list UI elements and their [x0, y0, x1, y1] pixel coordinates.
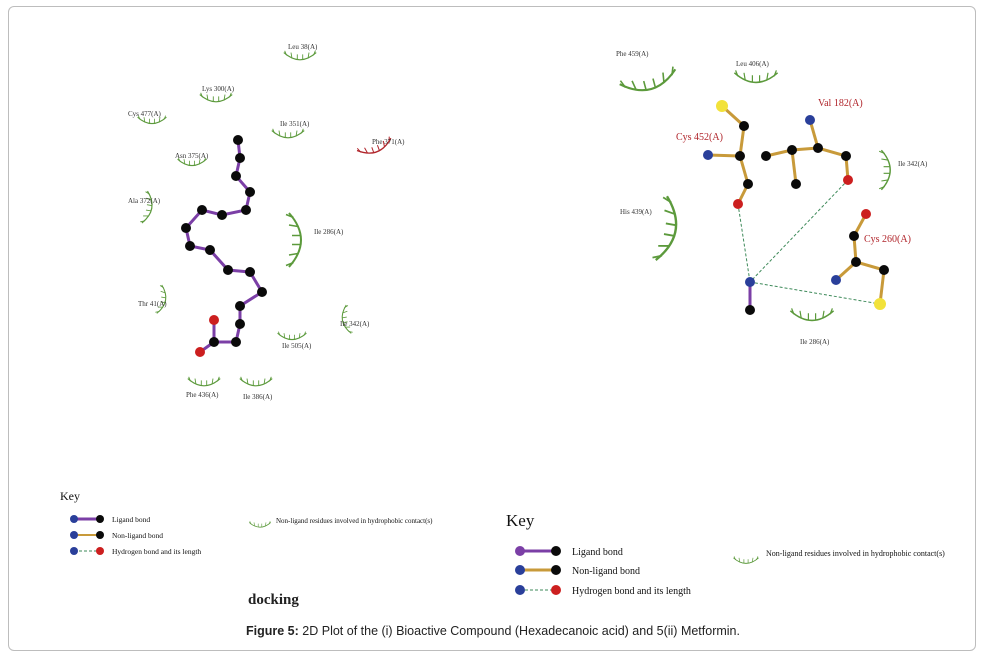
residue-label: Ile 342(A) [340, 320, 370, 328]
key-title: Key [506, 511, 535, 530]
docking-label: docking [248, 592, 299, 608]
residue-label: Ile 386(A) [243, 393, 273, 401]
residue-label: Asn 375(A) [175, 152, 209, 160]
key-ligand-bond: Ligand bond [112, 515, 150, 524]
residue-label: Phe 371(A) [372, 138, 405, 146]
residue-label: Ile 342(A) [898, 160, 928, 168]
residue-label: Ile 505(A) [282, 342, 312, 350]
residue-label: Thr 41(A) [138, 300, 167, 308]
residue-label: Phe 459(A) [616, 50, 649, 58]
residue-label: Leu 406(A) [736, 60, 770, 68]
residue-label: Cys 260(A) [864, 234, 911, 245]
left-residues: Leu 38(A) Lys 300(A) Cys 477(A) Ile 351(… [128, 43, 405, 401]
residue-label: Cys 477(A) [128, 110, 162, 118]
residue-label: Ile 351(A) [280, 120, 310, 128]
key-residue-legend: Non-ligand residues involved in hydropho… [276, 517, 433, 525]
residue-label: Phe 436(A) [186, 391, 219, 399]
left-key: Key Ligand bond Non-ligand bond Hydrogen… [60, 489, 433, 608]
key-residue-legend: Non-ligand residues involved in hydropho… [766, 549, 945, 558]
figure-frame [8, 6, 976, 651]
residue-label: Ile 286(A) [314, 228, 344, 236]
residue-label: His 439(A) [620, 208, 652, 216]
caption-text: 2D Plot of the (i) Bioactive Compound (H… [298, 624, 740, 638]
residue-label: Ala 372(A) [128, 197, 161, 205]
key-nonligand-bond: Non-ligand bond [572, 566, 640, 577]
residue-label: Ile 286(A) [800, 338, 830, 346]
figure-caption: Figure 5: 2D Plot of the (i) Bioactive C… [0, 624, 986, 638]
key-hbond: Hydrogen bond and its length [572, 586, 691, 597]
residue-label: Leu 38(A) [288, 43, 318, 51]
caption-prefix: Figure 5: [246, 624, 299, 638]
key-nonligand-bond: Non-ligand bond [112, 531, 163, 540]
residue-label: Cys 452(A) [676, 132, 723, 143]
residue-label: Lys 300(A) [202, 85, 235, 93]
right-hbonds [737, 179, 881, 305]
left-ligand [181, 135, 267, 357]
key-title: Key [60, 489, 80, 503]
key-hbond: Hydrogen bond and its length [112, 547, 201, 556]
right-key: Key Ligand bond Non-ligand bond Hydrogen… [506, 511, 945, 597]
right-residues: Phe 459(A) Leu 406(A) Ile 342(A) His 439… [616, 50, 928, 346]
key-ligand-bond: Ligand bond [572, 547, 623, 558]
residue-label: Val 182(A) [818, 98, 863, 109]
right-atoms [703, 100, 889, 315]
